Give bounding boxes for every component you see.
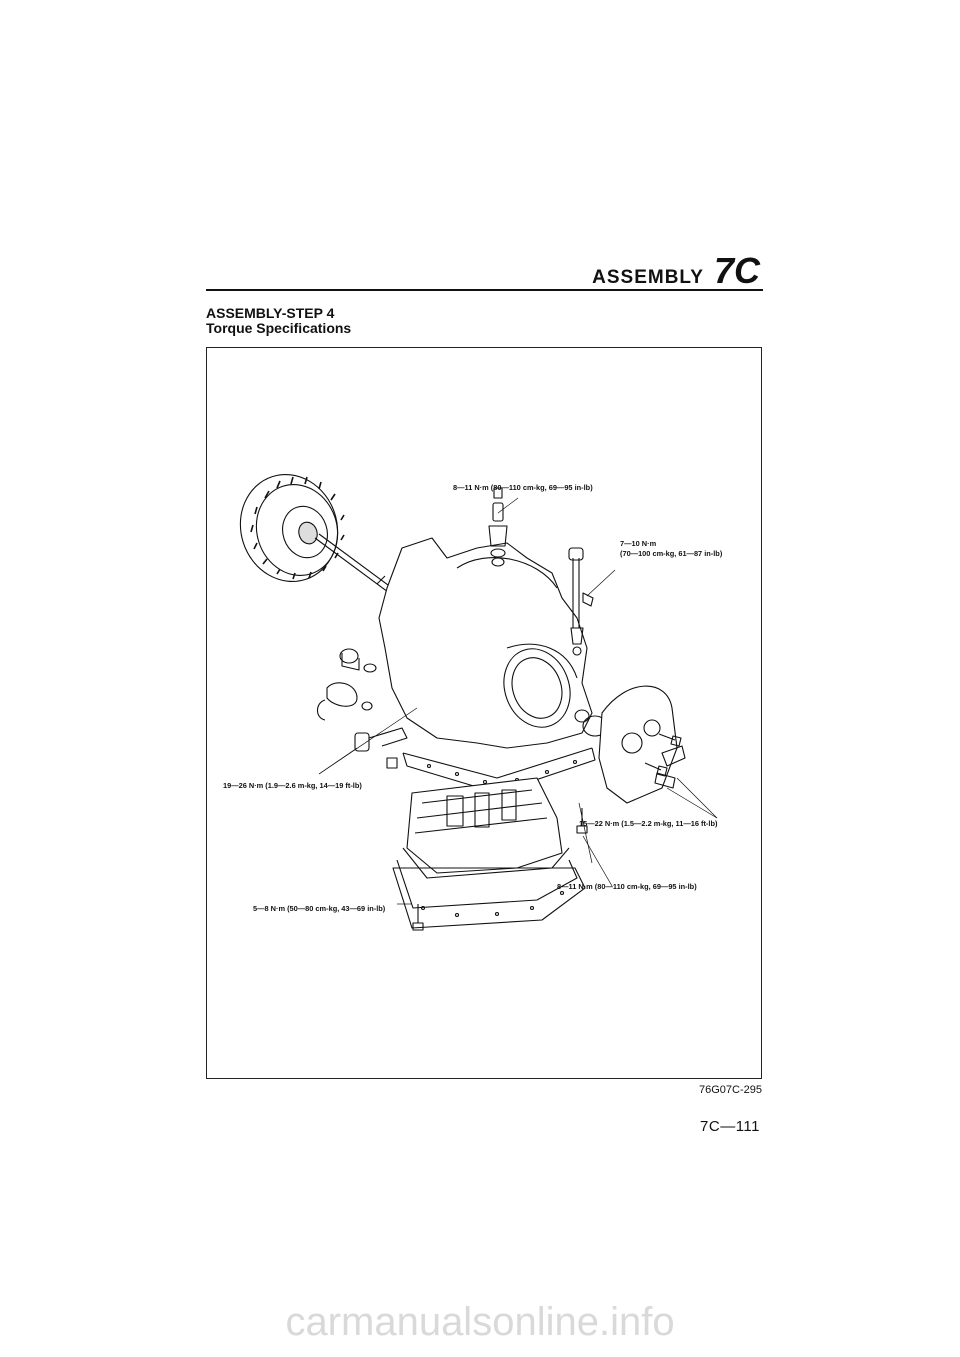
transaxle-illustration: 8—11 N·m (80—110 cm-kg, 69—95 in-lb) 7—1… (223, 473, 723, 931)
oil-pan (392, 847, 586, 929)
exploded-view-figure: 8—11 N·m (80—110 cm-kg, 69—95 in-lb) 7—1… (206, 347, 762, 1079)
control-valve-body (406, 777, 563, 874)
torque-callout-bottom-left: 5—8 N·m (50—80 cm-kg, 43—69 in-lb) (253, 904, 386, 913)
torque-callout-left: 19—26 N·m (1.9—2.6 m-kg, 14—19 ft-lb) (223, 781, 362, 790)
section-name: ASSEMBLY (592, 267, 704, 288)
torque-callout-top: 8—11 N·m (80—110 cm-kg, 69—95 in-lb) (453, 483, 593, 492)
dipstick-tube (568, 547, 594, 656)
solenoid-assembly (316, 648, 408, 769)
figure-code: 76G07C-295 (699, 1084, 762, 1096)
pump-bolt (644, 733, 682, 777)
watermark-text: carmanualsonline.info (285, 1300, 675, 1344)
speedometer-driven-gear (488, 487, 508, 567)
pan-bolt (412, 904, 424, 931)
header-rule (206, 289, 763, 291)
torque-callout-mid-right: 15—22 N·m (1.5—2.2 m-kg, 11—16 ft-lb) (579, 819, 718, 828)
torque-callout-right-1: 7—10 N·m (620, 539, 657, 548)
step-title: ASSEMBLY-STEP 4 (206, 305, 335, 321)
oil-pump-cover (574, 685, 686, 804)
torque-callout-right-2: (70—100 cm-kg, 61—87 in-lb) (620, 549, 723, 558)
page-number: 7C—111 (700, 1118, 760, 1135)
page-header: ASSEMBLY 7C (592, 250, 760, 292)
section-code: 7C (713, 250, 760, 291)
torque-converter (239, 473, 345, 583)
transaxle-case (378, 537, 596, 794)
leader-lines (318, 497, 718, 905)
step-subtitle: Torque Specifications (206, 320, 352, 336)
torque-callout-lower-right: 8—11 N·m (80—110 cm-kg, 69—95 in-lb) (557, 882, 697, 891)
